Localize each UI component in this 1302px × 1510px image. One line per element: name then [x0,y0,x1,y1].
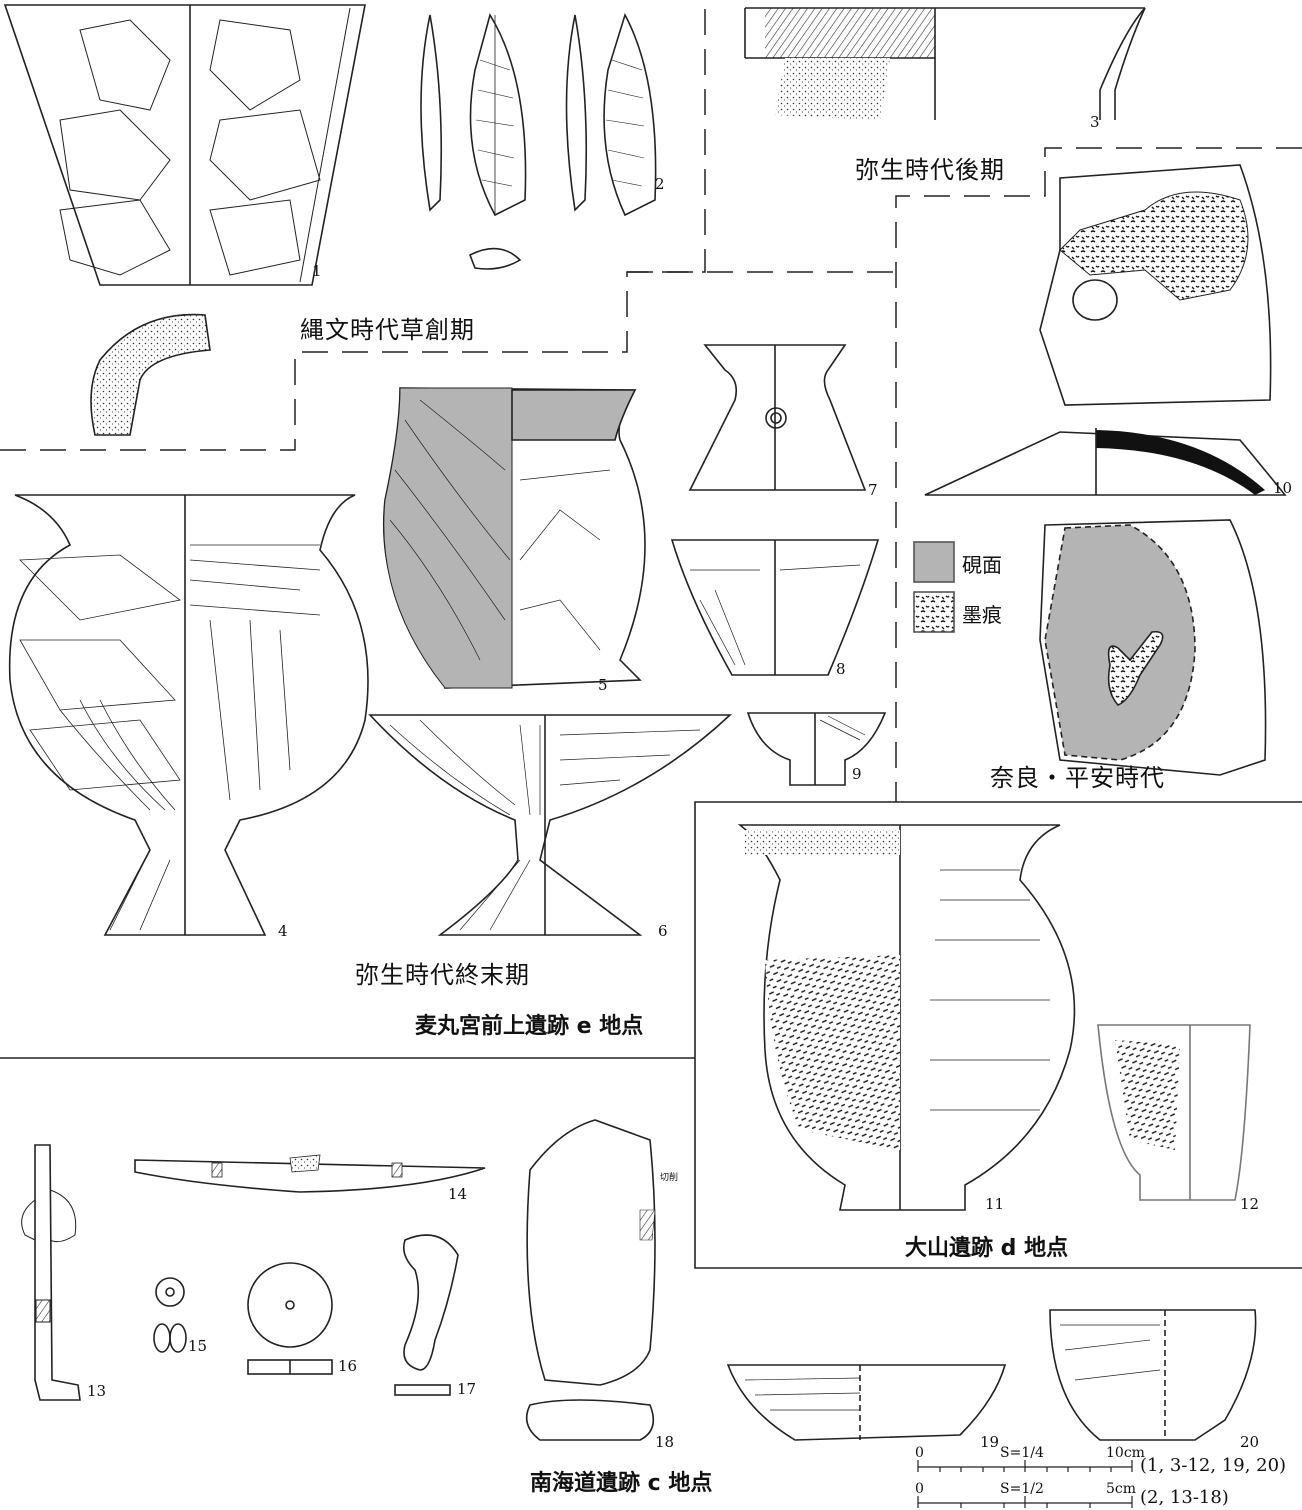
period-label-yayoi-final: 弥生時代終末期 [355,961,530,989]
figure-number-18: 18 [655,1433,675,1451]
figure-number-8: 8 [836,660,846,678]
figure-number-4: 4 [278,922,288,940]
artifact-10-underside [1039,519,1267,776]
scale-1-ratio: S=1/4 [1000,1445,1044,1461]
scale-2-applies: (2, 13-18) [1140,1487,1229,1508]
period-label-yayoi-late: 弥生時代後期 [855,156,1005,184]
site-label-nankaido: 南海道遺跡 c 地点 [530,1471,713,1496]
figure-number-12: 12 [1240,1195,1260,1213]
artifact-1-pot [3,4,366,286]
scale-bar-1-4 [917,1460,1133,1472]
figure-number-11: 11 [985,1195,1005,1213]
figure-number-17: 17 [457,1380,477,1398]
figure-number-3: 3 [1090,113,1100,131]
legend-label-inkstone: 硯面 [962,553,1002,577]
scale-1-zero: 0 [915,1445,924,1461]
artifact-1-fragment [90,313,211,436]
figure-number-19: 19 [980,1433,1000,1451]
artifact-6-pedestal-bowl [368,714,733,936]
artifact-9-bowl [746,712,887,786]
artifact-14-blade [134,1154,486,1193]
figure-number-6: 6 [658,922,668,940]
figure-number-2: 2 [655,175,665,193]
artifact-16-disc [247,1262,333,1375]
artifact-11-jar [737,824,1076,1211]
scale-bar-1-2 [917,1496,1133,1508]
oyama-box [694,801,1302,1269]
site-label-oyama: 大山遺跡 d 地点 [905,1236,1069,1261]
scale-2-ratio: S=1/2 [1000,1481,1044,1497]
artifact-19-bowl [726,1364,1007,1441]
artifact-20-bowl [1049,1309,1257,1441]
scale-1-end: 10cm [1106,1445,1145,1461]
artifact-8-bowl [670,539,880,676]
scale-2-zero: 0 [915,1481,924,1497]
artifact-10-inkstone [924,164,1287,496]
figure-number-10: 10 [1273,479,1293,497]
figure-number-15: 15 [188,1337,208,1355]
figure-number-14: 14 [448,1185,468,1203]
legend-swatch-inkstone [913,541,955,583]
figure-number-5: 5 [598,676,608,694]
figure-number-1: 1 [312,262,322,280]
artifact-7-stand [688,344,867,491]
artifact-12-jar [1097,1024,1251,1201]
scale-1-applies: (1, 3-12, 19, 20) [1140,1455,1287,1476]
site-label-mugimaru: 麦丸宮前上遺跡 e 地点 [415,1014,644,1039]
figure-number-7: 7 [868,481,878,499]
yayoi-late-boundary [895,147,1302,802]
artifact-5-jar [382,387,646,689]
figure-number-16: 16 [338,1357,358,1375]
artifact-3-rim [744,7,1146,120]
legend-swatch-ink [913,591,955,633]
jomon-boundary [0,0,706,451]
artifact-4-jar [8,494,369,936]
artifact-15-bead [153,1277,187,1353]
scale-2-end: 5cm [1106,1481,1137,1497]
figure-number-9: 9 [852,765,862,783]
figure-number-20: 20 [1240,1433,1260,1451]
annotation-cut: 切削 [660,1173,679,1183]
artifact-17-ornament [394,1234,459,1396]
artifact-2-points [420,12,657,270]
artifact-18-stone [525,1119,656,1441]
legend-label-ink: 墨痕 [962,603,1002,627]
period-label-jomon: 縄文時代草創期 [300,316,475,344]
figure-number-13: 13 [87,1382,107,1400]
artifact-13-tool [21,1144,81,1401]
period-label-nara-heian: 奈良・平安時代 [990,764,1165,792]
